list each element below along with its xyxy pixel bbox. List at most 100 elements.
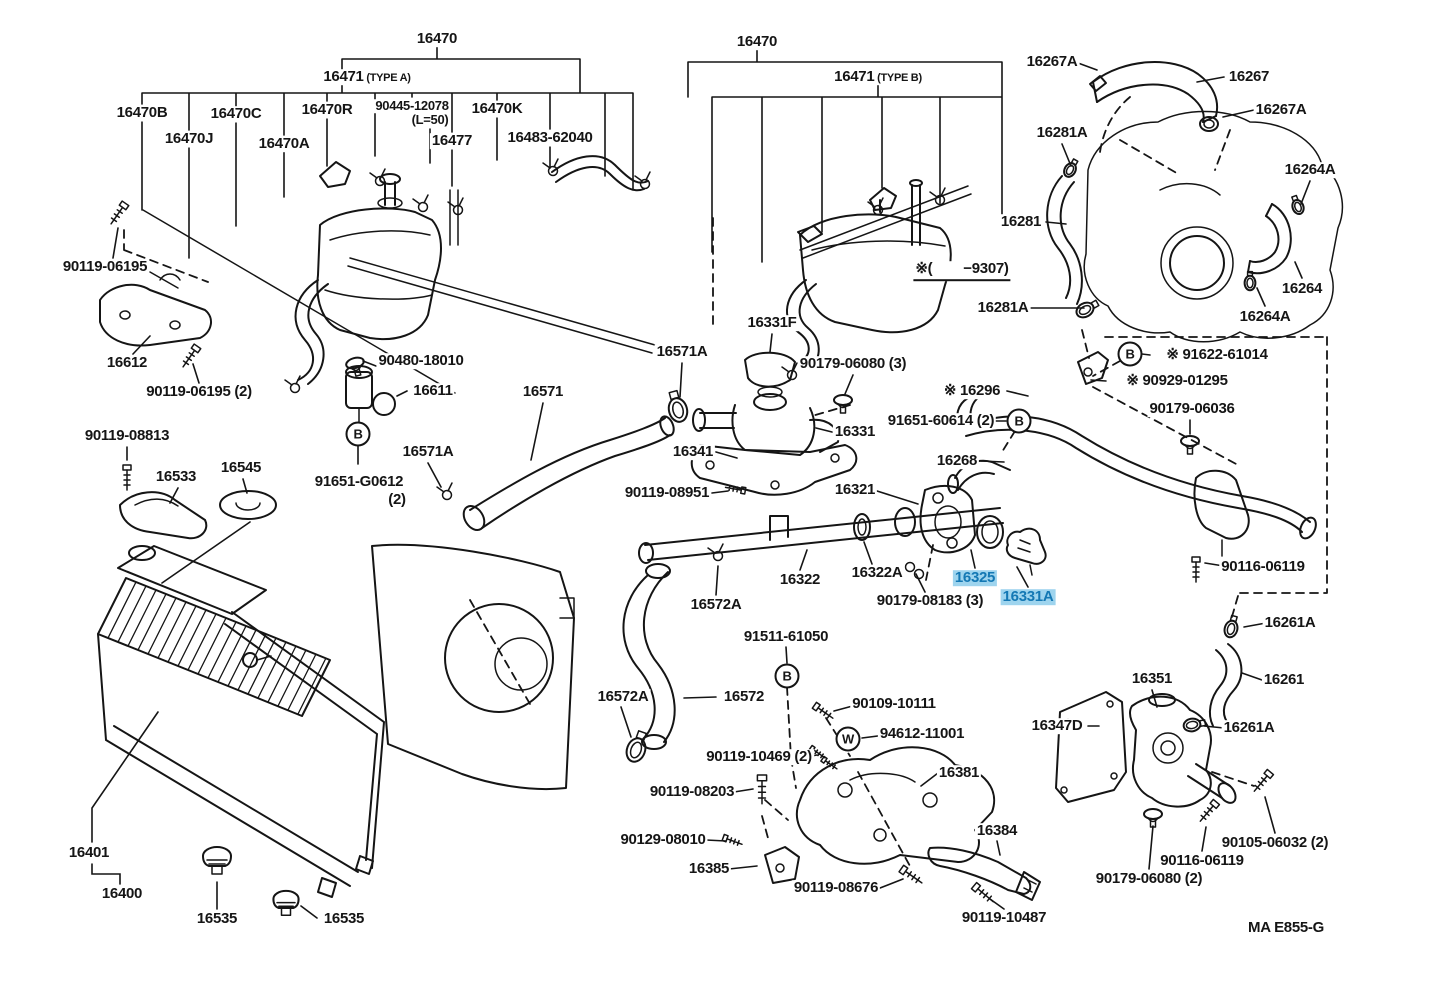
part-label-16261a: 16261A	[1221, 719, 1277, 737]
part-label-16281a: 16281A	[975, 299, 1031, 317]
part-label-16261a: 16261A	[1262, 614, 1318, 632]
part-label-90179-06080-2-: 90179-06080 (2)	[1093, 870, 1205, 888]
part-label-16571a: 16571A	[400, 443, 456, 461]
engine-and-heater-hoses	[1047, 62, 1342, 342]
part-label-16331: 16331	[832, 423, 878, 441]
part-label-16267: 16267	[1226, 68, 1272, 86]
part-label-16264a: 16264A	[1282, 161, 1338, 179]
part-label-90179-08183-3-: 90179-08183 (3)	[874, 592, 986, 610]
part-label-91651-g0612: 91651-G0612	[312, 473, 406, 491]
part-label-94612-11001: 94612-11001	[877, 725, 967, 743]
part-label-16572: 16572	[721, 688, 767, 706]
ref-mark-b: B	[1117, 341, 1143, 367]
part-label-91651-60614-2-: 91651-60614 (2)	[885, 412, 997, 430]
ref-mark-b: B	[345, 421, 371, 447]
part-label-16331f: 16331F	[745, 314, 799, 332]
part-label-16470r: 16470R	[299, 101, 355, 119]
part-label-16470c: 16470C	[208, 105, 264, 123]
part-label-16261: 16261	[1261, 671, 1307, 689]
part-label-16470j: 16470J	[162, 130, 216, 148]
part-label-90119-10487: 90119-10487	[959, 909, 1049, 927]
part-label-90105-06032-2-: 90105-06032 (2)	[1219, 834, 1331, 852]
part-label-90109-10111: 90109-10111	[850, 695, 938, 713]
part-label-91511-61050: 91511-61050	[741, 628, 831, 646]
part-label-16267a: 16267A	[1253, 101, 1309, 119]
part-label-90119-06195-2-: 90119-06195 (2)	[144, 383, 254, 401]
water-outlet-16351	[1056, 613, 1275, 828]
lower-radiator-hose	[622, 564, 674, 766]
ref-mark-b: B	[1006, 408, 1032, 434]
fan-shroud	[372, 545, 574, 789]
part-label-16322a: 16322A	[849, 564, 905, 582]
ref-mark-b: B	[774, 663, 800, 689]
part-label-16477: 16477	[429, 132, 475, 150]
part-label-16571: 16571	[520, 383, 566, 401]
part-label-90119-08813: 90119-08813	[82, 427, 172, 445]
part-label--16296: ※ 16296	[941, 382, 1003, 400]
part-label-16281: 16281	[998, 213, 1044, 231]
part-label-90445-12078: 90445-12078	[373, 98, 451, 114]
bracket-type-b	[688, 50, 1002, 262]
part-label-90119-10469-2-: 90119-10469 (2)	[704, 748, 814, 766]
part-label-90119-08203: 90119-08203	[647, 783, 737, 801]
part-label-16533: 16533	[153, 468, 199, 486]
bypass-pipe-16296	[948, 352, 1319, 583]
part-label-16281a: 16281A	[1034, 124, 1090, 142]
part-label-16535: 16535	[321, 910, 367, 928]
part-label-16264: 16264	[1279, 280, 1325, 298]
part-label-16384: 16384	[974, 822, 1020, 840]
note-date-range: ※( −9307)	[913, 261, 1011, 281]
part-label-16268: 16268	[934, 452, 980, 470]
upper-radiator-hose	[436, 388, 691, 533]
bracket-16381-group	[721, 701, 1040, 906]
part-label-90119-08676: 90119-08676	[791, 879, 881, 897]
part-label-16325[interactable]: 16325	[952, 569, 998, 587]
part-label--l-50-: (L=50)	[409, 112, 451, 128]
part-label-16611: 16611	[411, 382, 455, 400]
part-label-16264a: 16264A	[1237, 308, 1293, 326]
part-label-16341: 16341	[670, 443, 716, 461]
part-label-16535: 16535	[194, 910, 240, 928]
part-label-90119-08951: 90119-08951	[622, 484, 712, 502]
part-label-16322: 16322	[777, 571, 823, 589]
part-label-16400: 16400	[99, 885, 145, 903]
part-label-16470: 16470	[414, 30, 460, 48]
part-label-16351: 16351	[1129, 670, 1175, 688]
part-label-16470k: 16470K	[469, 100, 525, 118]
part-label-16347d: 16347D	[1029, 717, 1085, 735]
dashed-lines	[124, 97, 1327, 866]
part-label-90129-08010: 90129-08010	[618, 831, 708, 849]
part-label-16470: 16470	[734, 33, 780, 51]
part-label-16381: 16381	[936, 764, 982, 782]
radiator	[98, 546, 384, 917]
part-label-16331a[interactable]: 16331A	[1000, 588, 1056, 606]
part-label-16470a: 16470A	[256, 135, 312, 153]
diagram-code: MA E855-G	[1246, 919, 1326, 937]
part-label-90179-06080-3-: 90179-06080 (3)	[797, 355, 909, 373]
water-outlet-pipe	[639, 486, 1046, 579]
part-label-90116-06119: 90116-06119	[1219, 558, 1307, 576]
part-label-16385: 16385	[686, 860, 732, 878]
part-label-16321: 16321	[832, 481, 878, 499]
part-label-16401: 16401	[66, 844, 112, 862]
part-label--2-: (2)	[386, 491, 408, 509]
part-label-16267a: 16267A	[1024, 53, 1080, 71]
part-label-16471: 16471 (TYPE B)	[832, 68, 924, 86]
part-label-90119-06195: 90119-06195	[60, 258, 150, 276]
part-label-16471: 16471 (TYPE A)	[321, 68, 413, 86]
part-label-16612: 16612	[104, 354, 150, 372]
part-label--91622-61014: ※ 91622-61014	[1164, 346, 1270, 364]
reservoir-tank-type-b	[781, 180, 971, 381]
part-label-16483-62040: 16483-62040	[505, 129, 595, 147]
ref-mark-w: W	[835, 726, 861, 752]
part-label-16571a: 16571A	[654, 343, 710, 361]
part-label-90480-18010: 90480-18010	[376, 352, 466, 370]
part-label--90929-01295: ※ 90929-01295	[1124, 372, 1230, 390]
part-label-16470b: 16470B	[114, 104, 170, 122]
part-label-16545: 16545	[218, 459, 264, 477]
part-label-90116-06119: 90116-06119	[1158, 852, 1246, 870]
part-label-16572a: 16572A	[688, 596, 744, 614]
